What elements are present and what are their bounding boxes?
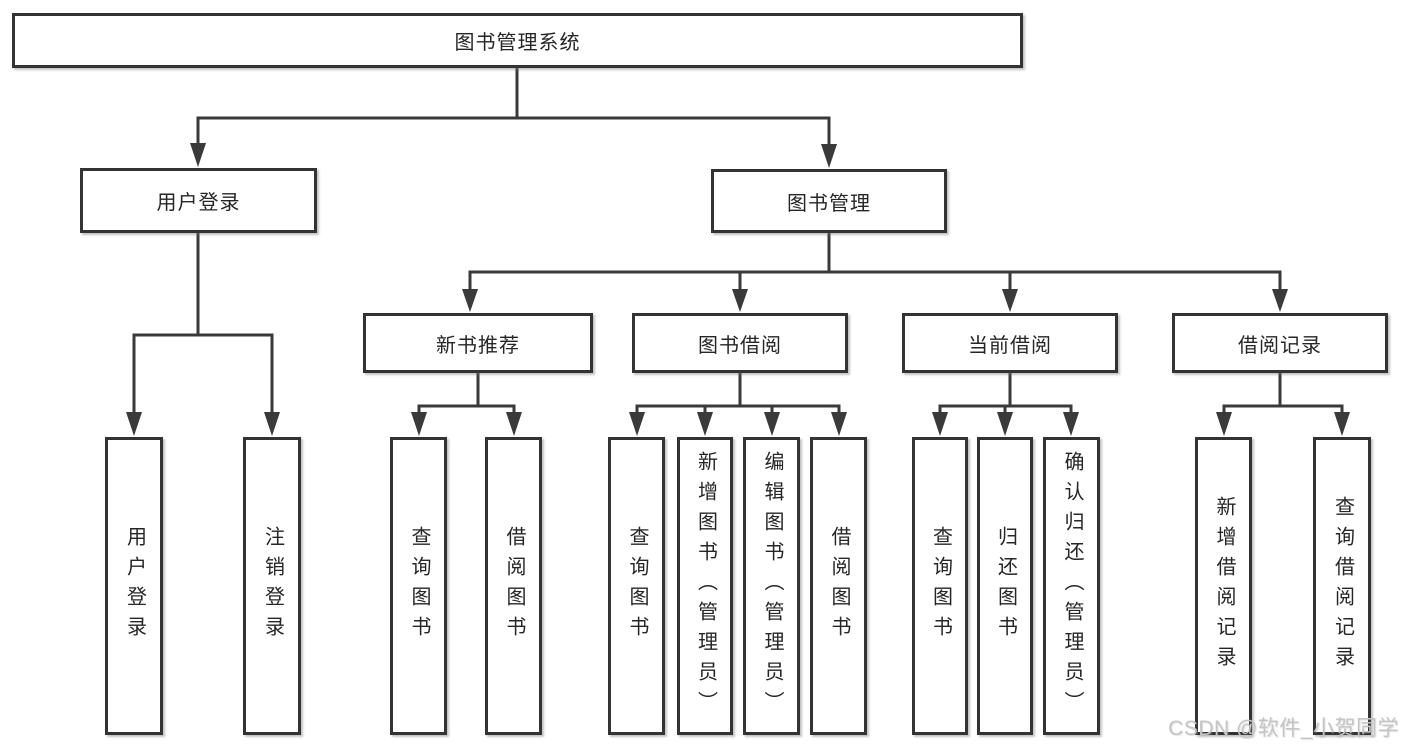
node-new-book-recommend-label: 新书推荐 <box>436 334 520 357</box>
node-book-borrow-label: 图书借阅 <box>698 334 782 357</box>
leaf-current-query-books: 查询图书 <box>912 437 968 735</box>
leaf-return-books: 归还图书 <box>977 437 1033 735</box>
leaf-query-borrow-record: 查询借阅记录 <box>1313 437 1371 735</box>
leaf-query-borrow-record-label: 查询借阅记录 <box>1331 496 1354 676</box>
leaf-logout: 注销登录 <box>243 437 301 735</box>
leaf-return-books-label: 归还图书 <box>994 526 1017 646</box>
node-book-borrow: 图书借阅 <box>632 313 848 373</box>
node-book-management-label: 图书管理 <box>787 192 871 215</box>
leaf-edit-books-admin-label: 编辑图书（管理员） <box>761 451 783 721</box>
leaf-user-login-label: 用户登录 <box>123 526 146 646</box>
leaf-logout-label: 注销登录 <box>261 526 284 646</box>
node-borrow-records-label: 借阅记录 <box>1238 334 1322 357</box>
leaf-recommend-borrow-books-label: 借阅图书 <box>503 526 525 646</box>
leaf-recommend-query-books-label: 查询图书 <box>408 526 430 646</box>
leaf-edit-books-admin: 编辑图书（管理员） <box>743 437 800 735</box>
leaf-confirm-return-admin-label: 确认归还（管理员） <box>1061 451 1083 721</box>
leaf-add-borrow-record: 新增借阅记录 <box>1195 437 1252 735</box>
leaf-confirm-return-admin: 确认归还（管理员） <box>1043 437 1100 735</box>
leaf-add-books-admin: 新增图书（管理员） <box>677 437 733 735</box>
leaf-borrow-query-books-label: 查询图书 <box>626 526 648 646</box>
node-user-login: 用户登录 <box>80 168 317 233</box>
node-borrow-records: 借阅记录 <box>1172 313 1388 373</box>
leaf-recommend-borrow-books: 借阅图书 <box>485 437 542 735</box>
leaf-add-borrow-record-label: 新增借阅记录 <box>1213 496 1235 676</box>
node-root-system: 图书管理系统 <box>12 13 1023 68</box>
csdn-watermark: CSDN @软件_小贺同学 <box>1168 717 1399 740</box>
node-current-borrow: 当前借阅 <box>902 313 1118 373</box>
leaf-borrow-books: 借阅图书 <box>810 437 867 735</box>
leaf-borrow-books-label: 借阅图书 <box>828 526 850 646</box>
arrow-heads <box>126 143 1350 436</box>
node-book-management: 图书管理 <box>711 169 947 233</box>
leaf-add-books-admin-label: 新增图书（管理员） <box>694 451 717 721</box>
node-user-login-label: 用户登录 <box>156 192 241 214</box>
node-root-label: 图书管理系统 <box>454 32 581 54</box>
leaf-user-login: 用户登录 <box>105 437 163 735</box>
leaf-current-query-books-label: 查询图书 <box>929 526 952 646</box>
leaf-recommend-query-books: 查询图书 <box>390 437 447 735</box>
leaf-borrow-query-books: 查询图书 <box>608 437 665 735</box>
node-new-book-recommend: 新书推荐 <box>363 313 593 373</box>
node-current-borrow-label: 当前借阅 <box>968 334 1052 357</box>
